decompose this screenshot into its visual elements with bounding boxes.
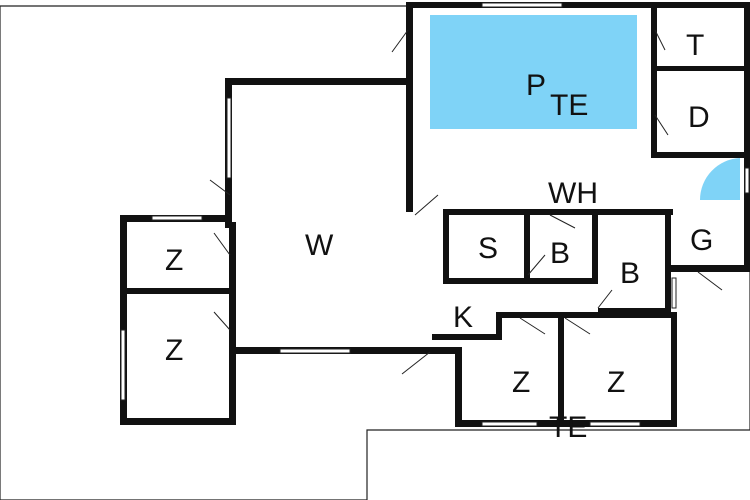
pool [430, 15, 637, 129]
room-labels: P TE T D WH W S B B G Z Z K Z Z TE [165, 29, 713, 444]
room-label-z-bottom-mid: Z [512, 366, 530, 399]
room-label-t: T [686, 29, 704, 62]
pool-label-te: TE [550, 89, 588, 122]
room-label-s: S [478, 232, 498, 265]
room-label-g: G [690, 224, 713, 257]
pool-label-p: P [526, 69, 546, 102]
windows [120, 2, 750, 427]
room-label-b-right: B [620, 257, 640, 290]
shower-tray [699, 158, 740, 200]
room-label-z-upper-left: Z [165, 244, 183, 277]
room-label-wh: WH [548, 177, 598, 210]
room-label-z-lower-left: Z [165, 334, 183, 367]
plot-boundary [0, 5, 750, 500]
doors [209, 29, 723, 375]
room-label-w: W [305, 229, 334, 262]
room-label-d: D [688, 101, 710, 134]
room-label-z-bottom-right: Z [607, 366, 625, 399]
terrace-label-bottom: TE [549, 411, 587, 444]
walls [120, 2, 750, 427]
room-label-k: K [453, 301, 473, 334]
room-label-b-small: B [550, 237, 570, 270]
